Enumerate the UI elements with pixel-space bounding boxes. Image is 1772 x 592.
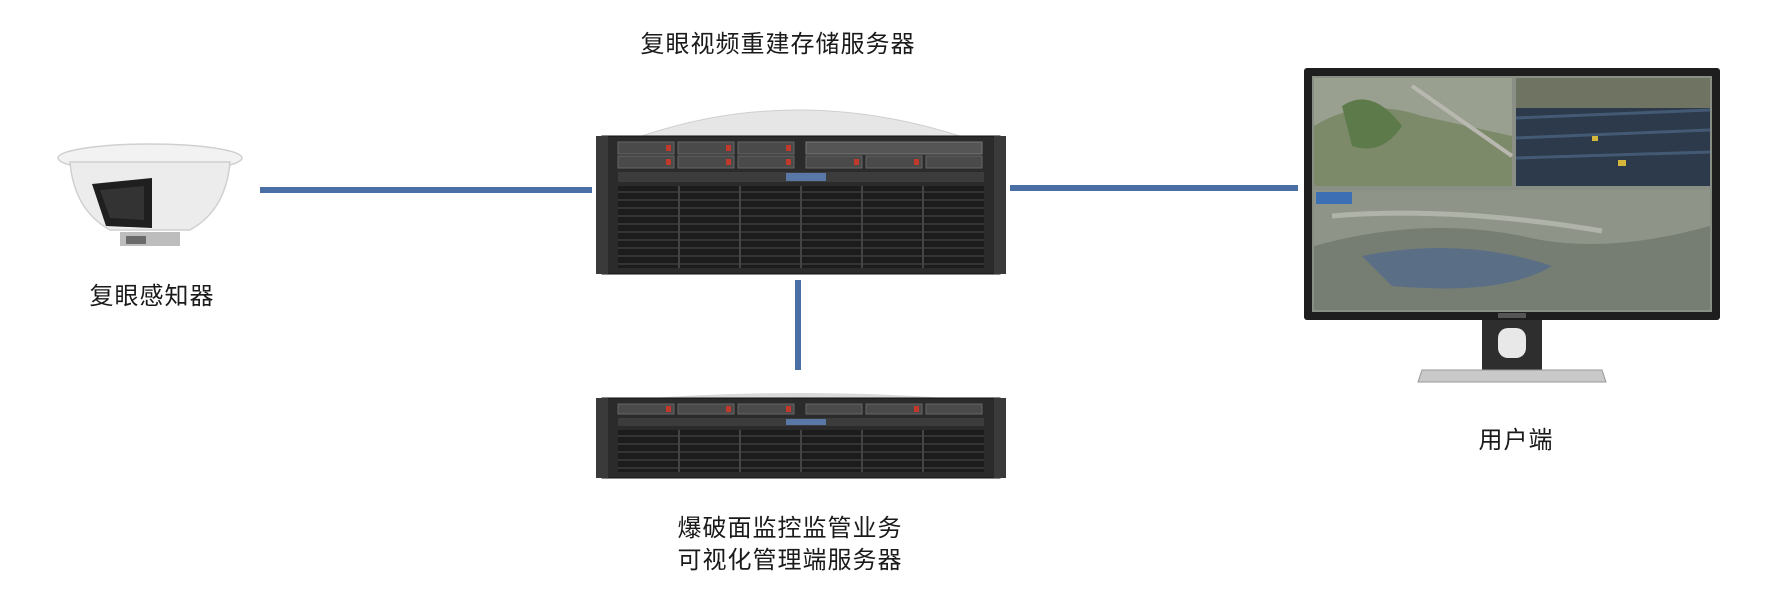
label-client: 用户端 — [1478, 426, 1554, 454]
node-mgmt — [596, 388, 1006, 480]
monitor-icon — [1304, 68, 1720, 383]
edge-storage-client — [1010, 185, 1298, 191]
rack-server-4u-icon — [596, 109, 1006, 275]
node-storage — [596, 92, 1006, 277]
compound-eye-sensor-icon — [57, 143, 243, 246]
label-sensor: 复眼感知器 — [89, 282, 215, 310]
label-storage: 复眼视频重建存储服务器 — [640, 30, 916, 58]
edge-sensor-storage — [260, 187, 592, 193]
rack-server-2u-icon — [596, 393, 1006, 479]
node-sensor — [40, 140, 260, 260]
label-mgmt-line2: 可视化管理端服务器 — [677, 546, 903, 574]
node-client — [1302, 66, 1722, 396]
label-mgmt-line1: 爆破面监控监管业务 — [677, 514, 903, 542]
edge-storage-mgmt — [795, 280, 801, 370]
